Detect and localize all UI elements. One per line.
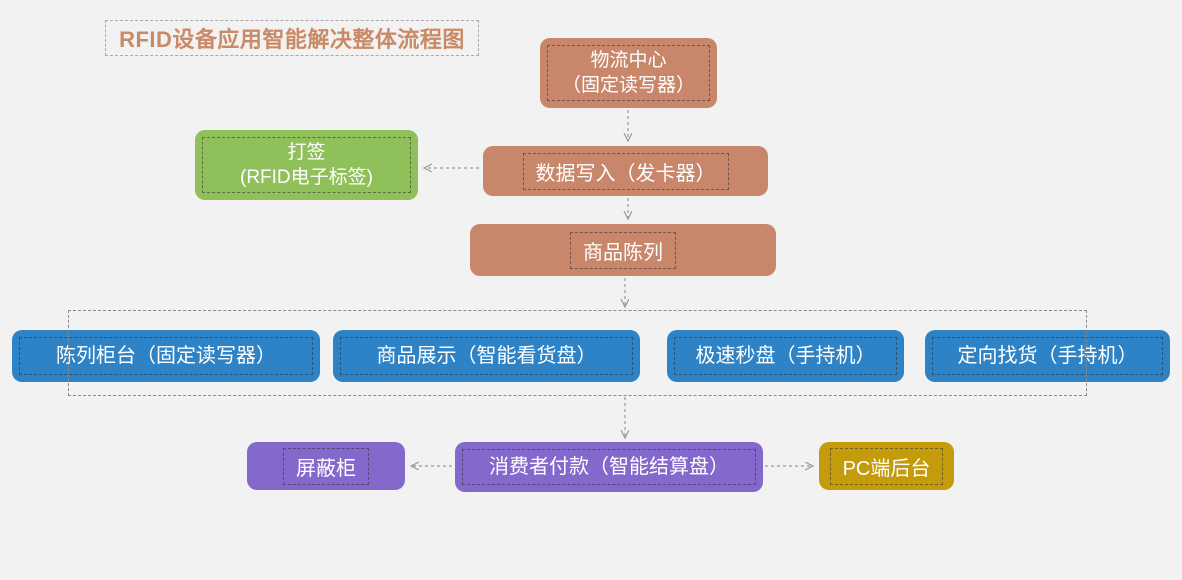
node-label-line1: 物流中心 [590,49,667,71]
node-label-frame: 定向找货（手持机） [932,337,1163,375]
node-shield-cabinet: 屏蔽柜 [247,442,405,490]
node-label: 数据写入（发卡器） [522,152,729,190]
node-label: 消费者付款（智能结算盘） [489,455,729,478]
node-label-frame: 消费者付款（智能结算盘） [462,449,756,485]
node-tagging: 打签 (RFID电子标签) [195,130,418,200]
node-label: 定向找货（手持机） [957,344,1138,367]
node-label-frame: 极速秒盘（手持机） [674,337,897,375]
node-quick-inventory: 极速秒盘（手持机） [667,330,904,382]
node-consumer-payment: 消费者付款（智能结算盘） [455,442,763,492]
node-display-counter: 陈列柜台（固定读写器） [12,330,320,382]
node-goods-showcase: 商品展示（智能看货盘） [333,330,640,382]
node-directed-finding: 定向找货（手持机） [925,330,1170,382]
node-label-frame: 打签 (RFID电子标签) [202,137,411,193]
node-label: 陈列柜台（固定读写器） [56,344,276,367]
node-label: 商品陈列 [570,231,676,269]
node-label-line2: （固定读写器） [561,75,695,96]
node-goods-display: 商品陈列 [470,224,776,276]
node-label-frame: 陈列柜台（固定读写器） [19,337,313,375]
node-label-line2: (RFID电子标签) [240,167,373,188]
node-pc-backend: PC端后台 [819,442,954,490]
node-label: PC端后台 [829,447,944,485]
node-label-frame: 物流中心 （固定读写器） [547,45,710,101]
node-label-line1: 打签 [287,141,326,163]
node-label: 极速秒盘（手持机） [695,344,876,367]
node-logistics-center: 物流中心 （固定读写器） [540,38,717,108]
node-label: 屏蔽柜 [283,447,369,485]
node-label-frame: 商品展示（智能看货盘） [340,337,633,375]
node-data-write: 数据写入（发卡器） [483,146,768,196]
diagram-title: RFID设备应用智能解决整体流程图 [105,20,479,56]
node-label: 商品展示（智能看货盘） [376,344,597,367]
